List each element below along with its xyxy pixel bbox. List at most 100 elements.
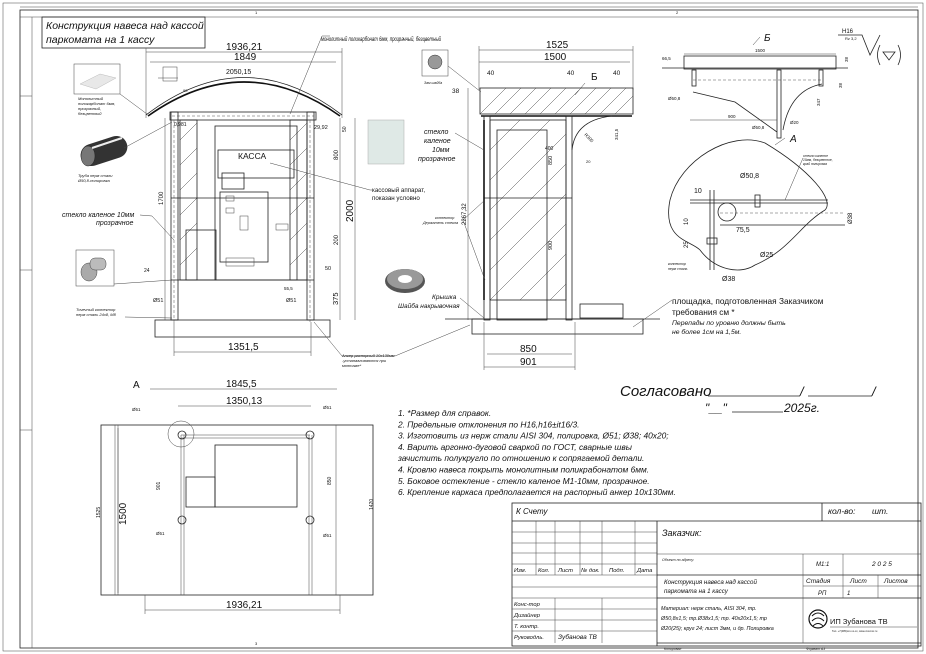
dim-side-height: 2267,32 [462,203,468,225]
dim-a-d508: Ø50,8 [740,173,759,180]
kiosk-label: КАССА [238,151,267,161]
dim-b-d20: Ø20 [790,120,799,125]
anchor-caption: монтаже* [342,363,362,368]
detail-a-marker: А [133,380,140,391]
dim-side-inner: 1500 [544,52,567,63]
dim-20: 20 [586,159,591,164]
drawing-title-box: Конструкция навеса над кассой паркомата … [41,16,206,49]
dim-base-850: 850 [520,344,537,355]
site-note-line: Перепады по уровню должны быть [672,319,786,327]
side-connector-caption: коннектор [435,216,454,220]
title-block: К Счету кол-во: шт. Изм. Кол. Лист № док… [511,502,922,651]
dim-50: 50 [325,266,331,272]
side-glass-caption: прозрачное [418,156,455,163]
dim-radius: R300 [583,132,594,143]
dim-400: 400 [545,146,554,152]
material-line: Ø50,8x1,5; тр.Ø38x1,5; тр. 40x20x1,5; тр [660,616,767,622]
dim-1700: 1700 [159,191,165,205]
polycarbonate-photo [73,63,121,95]
pipe-caption: Труба нерж стали [78,173,113,178]
dim-38: 38 [452,88,460,95]
dim-90: 90 [183,88,188,93]
sheet-label: Лист [849,578,867,585]
detail-a-connector-caption: нерж сталь [668,267,688,271]
dim-24: 24 [144,268,150,274]
dim-b-66: 66,5 [662,56,671,61]
side-glass-caption: 10мм [432,147,450,154]
sheet-value: 1 [847,591,850,597]
dim-800: 800 [334,149,340,160]
dim-plan-850: 850 [327,476,333,485]
dim-b-347: 347 [816,98,821,106]
anchor-caption: Анкер распорный 10х130мм [341,353,395,358]
dim-base-901: 901 [520,357,537,368]
dim-341: 341,5 [614,128,619,140]
site-note-line: требования см * [672,307,735,317]
callout-cash-machine-2: показан условно [372,195,420,202]
dim-a-10v: 10 [684,218,690,225]
stage-label: Стадия [806,577,831,585]
dim-plan-901: 901 [156,481,162,490]
front-view: 1936,21 1849 2050,15 КАССА [62,35,471,368]
dim-a-75: 75,5 [736,227,750,234]
detail-a-glass-caption: край полировка [803,162,827,166]
approval-block: Согласовано / / "__" 2025г. [620,383,877,415]
kiosk-outline [214,125,298,281]
column-header: Подп. [609,568,624,574]
to-invoice-label: К Счету [516,507,549,516]
connector-caption: нерж сталь 24х8, М8 [76,312,117,317]
column-header: Лист [557,568,573,574]
dim-arc-length: 2050,15 [226,69,251,76]
scale-value: М1:1 [816,562,829,568]
title-line-1: Конструкция навеса над кассой [46,20,204,32]
washer-photo [421,49,449,77]
approval-separator: / [871,384,877,399]
detail-a-glass-caption: стекло каленое [803,154,828,158]
copied-label: Копировал [664,647,681,651]
connector-caption: Точечный коннектор [76,307,116,312]
poly-caption: безцветный [78,111,102,116]
dim-total-width: 1936,21 [226,42,263,53]
dim-a-10: 10 [694,188,702,195]
washer-caption: Зам шайба [424,81,442,85]
detail-b-label: Б [764,33,771,44]
pipe-caption: Ø50,8-полировка [77,178,110,183]
dim-base-width: 1351,5 [228,342,259,353]
dim-a-25: 25 [684,241,690,248]
stage-value: РП [818,591,827,597]
column-header: № док. [581,568,600,574]
dim-plan-1420: 1420 [369,499,375,510]
approval-label: Согласовано [620,383,712,400]
note-line: 5. Боковое остекление - стекло каленое М… [398,476,650,486]
note-line: зачистить полукругло по отношению к сопр… [397,453,644,463]
quantity-unit: шт. [872,506,888,516]
tolerance-label: H16 [842,29,854,35]
dim-post-d51: Ø51 [323,533,332,538]
poly-caption: прозрачный, [78,106,101,111]
role-label: Т. контр. [514,624,539,630]
dim-plan-1845: 1845,5 [226,379,257,390]
callout-polycarbonate: монолитный поликарбонат 6мм, прозрачный,… [321,36,441,43]
callout-cash-machine-1: кассовый аппарат, [372,187,425,194]
dim-900: 900 [548,241,554,250]
dim-50-roof: 50 [342,126,348,132]
approval-separator: / [799,384,805,399]
dim-post-left: Ø51 [153,298,163,304]
technical-notes: 1. *Размер для справок.2. Предельные отк… [397,408,676,497]
note-line: 3. Изготовить из нерж стали AISI 304, по… [398,431,669,441]
dim-post-d51: Ø51 [323,405,332,410]
material-line: Материал: нерж сталь, AISI 304, тр. [661,606,757,612]
note-line: 4. Кровлю навеса покрыть монолитным поли… [398,465,649,475]
dim-b-d50-2: Ø50,8 [752,125,765,130]
dim-200: 200 [334,234,340,245]
callout-glass-1: стекло каленое 10мм [62,212,134,219]
roughness-bracket-icon [877,44,901,66]
washer-ring-photo [385,269,425,293]
side-glass-caption: стекло [424,129,448,136]
ground-slab-side [471,318,644,335]
dim-post-right: Ø51 [286,298,296,304]
material-line: Ø20(25); круг 24; лист 3мм, и др. Полиро… [660,626,774,632]
dim-post-d51: Ø51 [132,407,141,412]
